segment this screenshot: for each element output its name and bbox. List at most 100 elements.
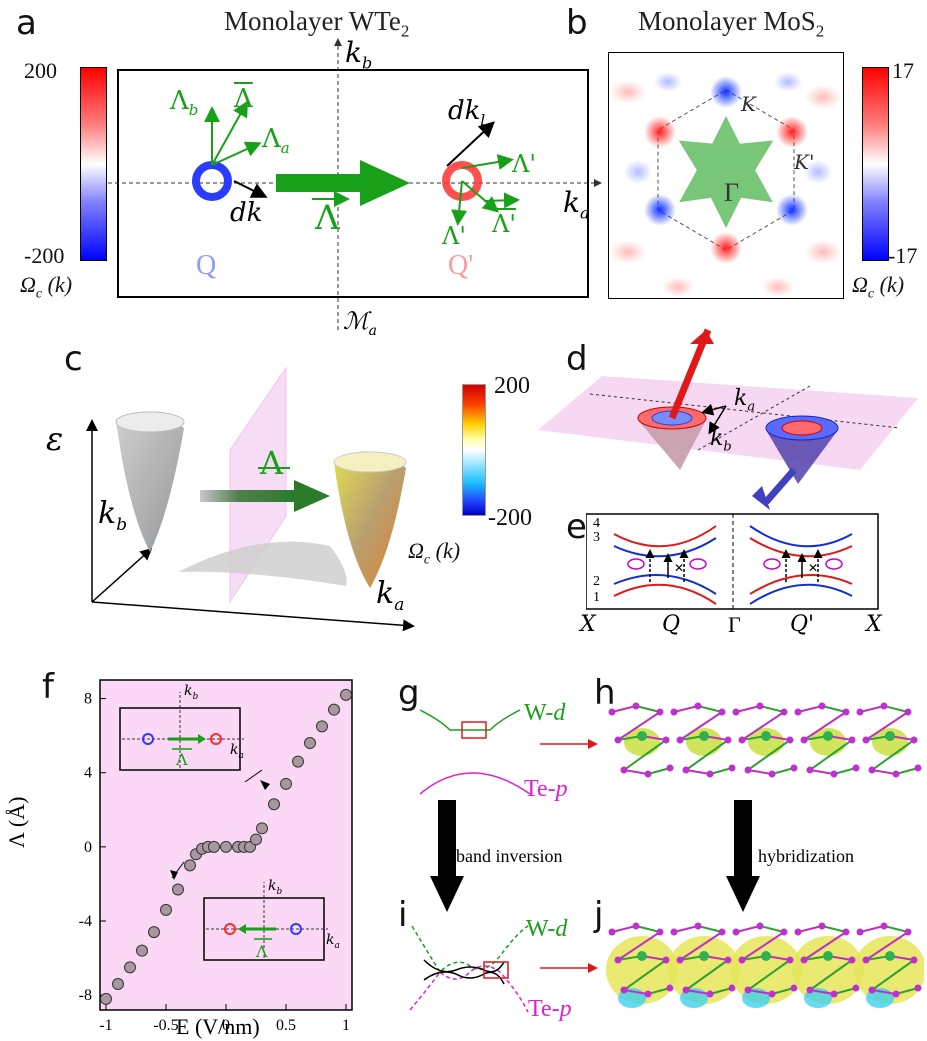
x-tick-label: -1: [99, 1017, 112, 1034]
bond: [709, 987, 733, 995]
orbital-lobe: [872, 728, 908, 756]
te-atom: [682, 986, 690, 994]
bond: [685, 769, 711, 775]
axis-ka-a: ka: [563, 186, 590, 223]
panel-d-diagram: [538, 328, 918, 510]
panel-b-title: Monolayer MoS2: [638, 6, 825, 41]
svg-text:✕: ✕: [808, 561, 818, 575]
gamma-star: [678, 116, 774, 228]
bond: [741, 711, 785, 741]
lambda-big-arrow: [276, 160, 410, 206]
band-number-4: 4: [593, 516, 600, 531]
bond: [623, 989, 649, 995]
data-point: [280, 777, 292, 790]
orbital-lobe: [748, 728, 784, 756]
te-atom: [806, 766, 814, 774]
bond: [611, 925, 637, 933]
bond: [759, 925, 785, 933]
valley-q-ring: [192, 161, 232, 201]
panel-label-g: g: [398, 673, 420, 713]
bond: [833, 987, 857, 995]
lambda-a-label: Λa: [262, 124, 290, 158]
bond: [617, 931, 661, 961]
w-atom: [637, 951, 647, 961]
w-atom: [699, 731, 709, 741]
te-atom: [614, 736, 622, 744]
bond: [747, 959, 791, 991]
colorbar-a-label: Ωc (k): [20, 272, 73, 302]
band-number-1: 1: [593, 590, 600, 605]
valley-q-prime-label: Q': [448, 250, 474, 281]
x-tick-label: 0: [222, 1017, 230, 1034]
bond: [709, 767, 733, 775]
te-atom: [842, 708, 850, 716]
te-atom: [780, 708, 788, 716]
bond: [809, 959, 853, 991]
data-point: [100, 992, 112, 1005]
bond: [623, 739, 667, 771]
te-atom: [848, 956, 856, 964]
i-tep-label: Te-p: [528, 996, 572, 1022]
panel-h-structure: [608, 702, 922, 778]
te-atom: [724, 736, 732, 744]
chart-f-ylabel: Λ (Å): [4, 796, 29, 848]
k-prime-point-label: K': [794, 150, 815, 174]
panel-c-diagram: [86, 366, 415, 632]
axis-kb-a: kb: [345, 36, 373, 73]
te-atom: [856, 928, 864, 936]
te-atom: [644, 770, 652, 778]
inset-bottom-ka: ka: [326, 932, 340, 951]
mirror-label: ℳa: [343, 307, 378, 339]
panel-label-j: j: [594, 895, 604, 935]
te-atom: [910, 736, 918, 744]
bond: [685, 989, 711, 995]
te-atom: [862, 736, 870, 744]
data-point: [136, 944, 148, 957]
te-atom: [800, 956, 808, 964]
te-atom: [880, 702, 888, 710]
lambda-b-prime-label: Λ': [442, 222, 466, 250]
te-atom: [620, 766, 628, 774]
y-tick-label: -8: [79, 987, 92, 1004]
panel-a-title: Monolayer WTe2: [224, 6, 410, 41]
hybridization-label: hybridization: [758, 846, 854, 866]
te-atom: [868, 766, 876, 774]
w-atom: [761, 951, 771, 961]
colorbar-c-label: Ωc (k): [408, 538, 461, 568]
colorbar-a-max: 200: [24, 58, 57, 83]
band-number-2: 2: [593, 574, 600, 589]
te-atom: [644, 990, 652, 998]
panel-b-berry-map: [608, 52, 844, 299]
bond: [871, 989, 897, 995]
data-point: [124, 961, 136, 974]
te-atom: [718, 928, 726, 936]
svg-text:✕: ✕: [674, 561, 684, 575]
data-point: [250, 833, 262, 846]
te-atom: [914, 984, 922, 992]
bond: [697, 705, 723, 713]
bond: [647, 987, 671, 995]
bond: [809, 769, 835, 775]
bond: [883, 925, 909, 933]
te-atom: [632, 922, 640, 930]
te-atom: [852, 764, 860, 772]
w-atom: [885, 951, 895, 961]
te-atom: [666, 984, 674, 992]
bond: [809, 989, 835, 995]
te-atom: [756, 922, 764, 930]
bond: [895, 767, 919, 775]
y-tick-label: 8: [84, 691, 92, 708]
w-atom: [637, 731, 647, 741]
data-point: [172, 883, 184, 896]
bond: [747, 769, 773, 775]
inset-top-lambda: Λ: [176, 750, 188, 769]
te-atom: [662, 736, 670, 744]
lambda-vec-label: Λ: [234, 84, 253, 114]
hybridization-arrow: [726, 800, 760, 912]
w-atom: [823, 731, 833, 741]
te-atom: [794, 708, 802, 716]
bond: [741, 931, 785, 961]
te-atom: [738, 736, 746, 744]
w-atom: [761, 731, 771, 741]
bond: [635, 705, 661, 713]
